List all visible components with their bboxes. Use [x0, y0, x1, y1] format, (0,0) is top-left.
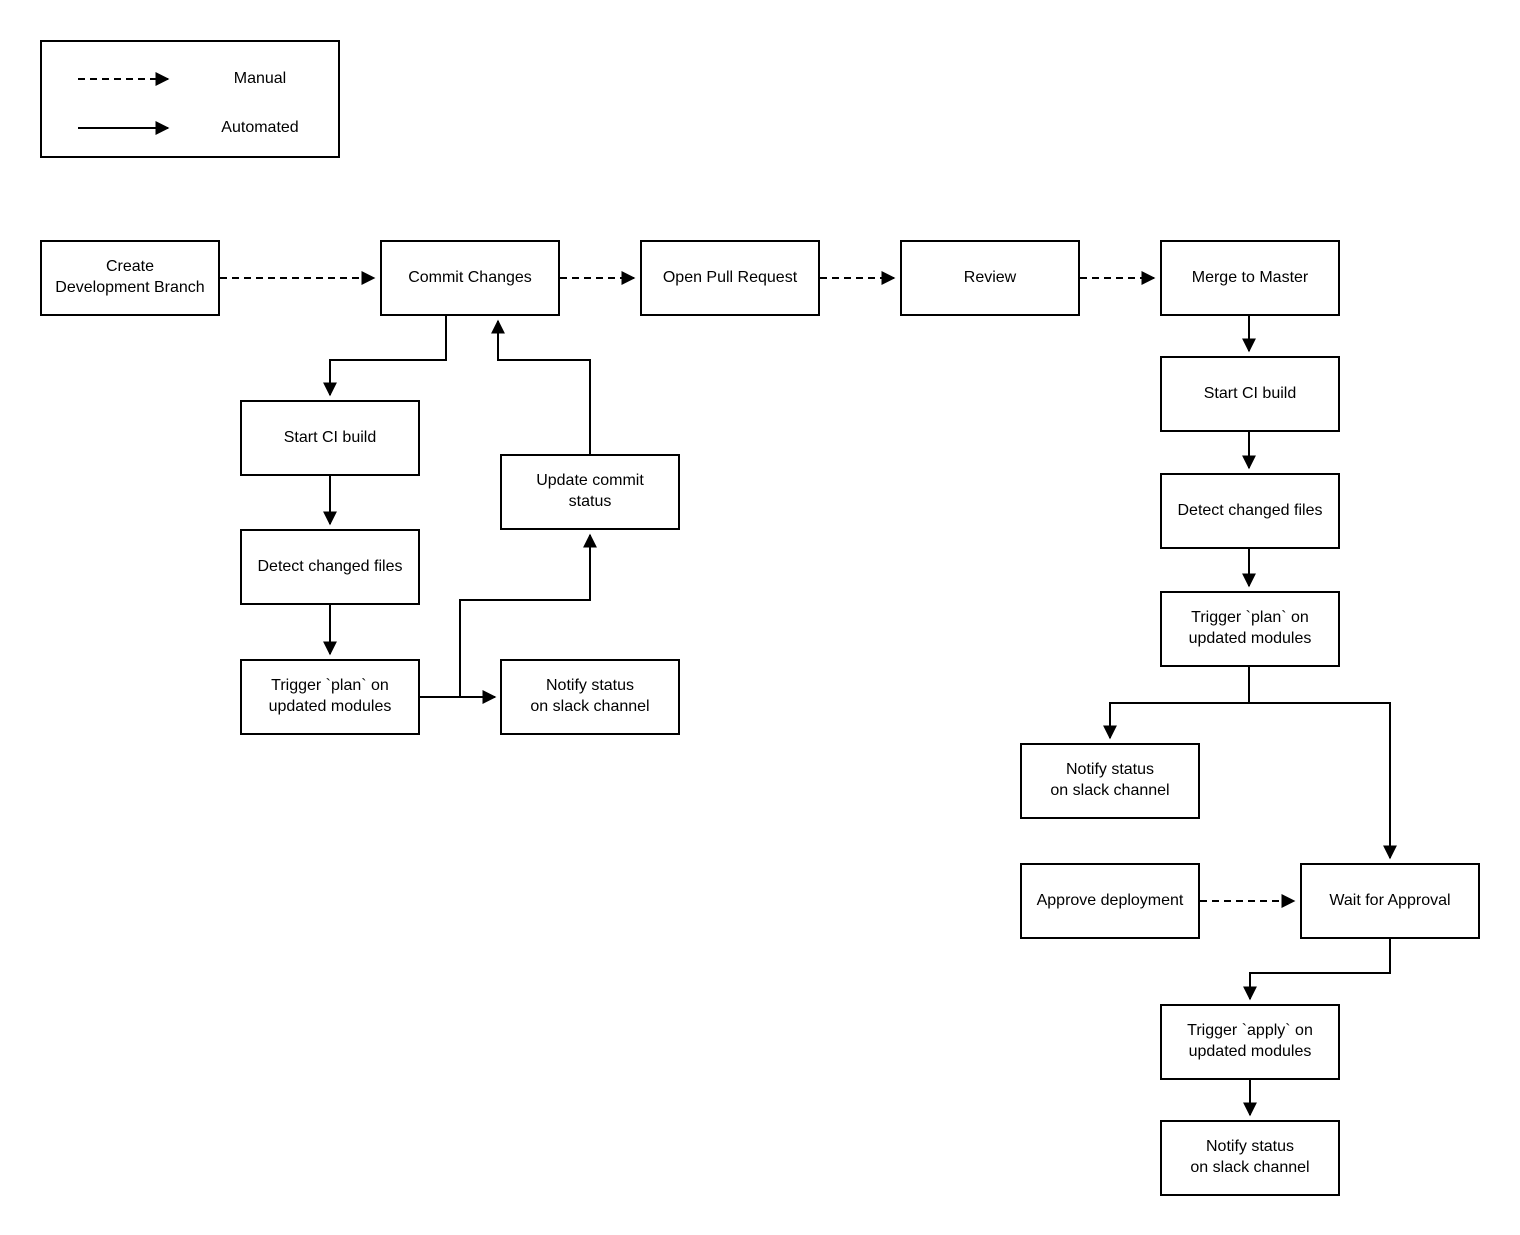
node-start-ci-build-right: Start CI build	[1160, 356, 1340, 432]
legend-manual-label: Manual	[233, 70, 287, 87]
node-review: Review	[900, 240, 1080, 316]
node-trigger-plan-right: Trigger `plan` on updated modules	[1160, 591, 1340, 667]
node-detect-changed-files-right: Detect changed files	[1160, 473, 1340, 549]
node-approve-deployment: Approve deployment	[1020, 863, 1200, 939]
node-merge-to-master: Merge to Master	[1160, 240, 1340, 316]
node-wait-for-approval: Wait for Approval	[1300, 863, 1480, 939]
node-update-commit-status: Update commit status	[500, 454, 680, 530]
node-detect-changed-files-left: Detect changed files	[240, 529, 420, 605]
node-create-development-branch: Create Development Branch	[40, 240, 220, 316]
edge-commit-to-start-ci-left	[323, 316, 447, 397]
edge-wait-to-trigger-apply	[1243, 939, 1391, 1001]
node-open-pull-request: Open Pull Request	[640, 240, 820, 316]
legend-box	[40, 40, 340, 158]
node-notify-slack-bottom: Notify status on slack channel	[1160, 1120, 1340, 1196]
node-trigger-apply: Trigger `apply` on updated modules	[1160, 1004, 1340, 1080]
node-notify-slack-left: Notify status on slack channel	[500, 659, 680, 735]
edge-trigger-plan-to-wait-for-approval	[1249, 702, 1397, 860]
node-trigger-plan-left: Trigger `plan` on updated modules	[240, 659, 420, 735]
edge-trigger-plan-to-notify-right	[1103, 702, 1249, 740]
legend-automated-label: Automated	[221, 119, 299, 136]
node-commit-changes: Commit Changes	[380, 240, 560, 316]
node-start-ci-build-left: Start CI build	[240, 400, 420, 476]
node-notify-slack-right: Notify status on slack channel	[1020, 743, 1200, 819]
edge-update-commit-status-to-commit	[491, 319, 591, 454]
